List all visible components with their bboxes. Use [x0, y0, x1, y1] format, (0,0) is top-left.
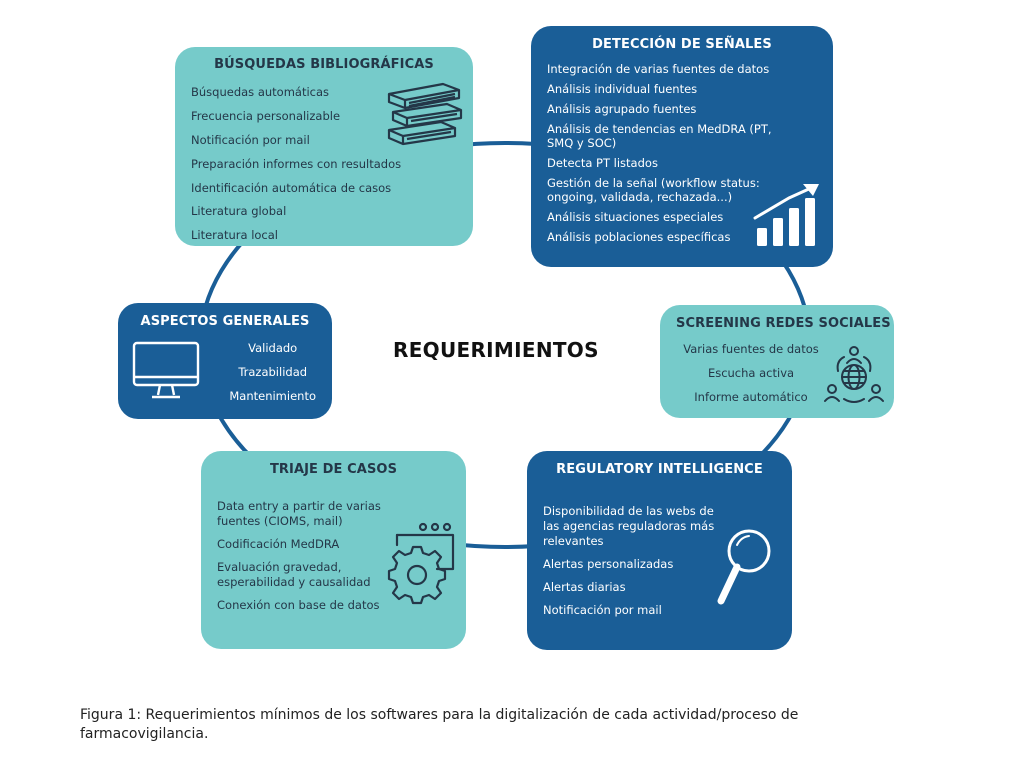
list-item: Gestión de la señal (workflow status: on… — [547, 176, 760, 204]
list-item: Alertas diarias — [543, 580, 626, 594]
card-title: SCREENING REDES SOCIALES — [676, 316, 891, 331]
list-item: Alertas personalizadas — [543, 557, 674, 571]
list-item: Literatura global — [191, 204, 287, 219]
list-item: Búsquedas automáticas — [191, 85, 330, 99]
item-list: Data entry a partir de varias fuentes (C… — [217, 499, 387, 613]
monitor-icon — [132, 341, 200, 399]
card-triaje-casos: TRIAJE DE CASOS Data entry a partir de v… — [201, 451, 466, 649]
card-title: REGULATORY INTELLIGENCE — [556, 462, 763, 477]
card-title: DETECCIÓN DE SEÑALES — [592, 37, 772, 52]
list-item: Evaluación gravedad, esperabilidad y cau… — [217, 560, 371, 589]
list-item: Preparación informes con resultados — [191, 156, 402, 171]
gear-window-icon — [387, 522, 455, 605]
list-item: Integración de varias fuentes de datos — [547, 62, 770, 76]
list-item: Análisis situaciones especiales — [547, 210, 724, 224]
list-item: Disponibilidad de las webs de las agenci… — [543, 504, 715, 548]
books-icon — [387, 82, 463, 146]
item-list: Varias fuentes de datos Escucha activa I… — [676, 342, 826, 414]
figure-caption: Figura 1: Requerimientos mínimos de los … — [80, 707, 799, 742]
social-network-icon — [824, 346, 884, 403]
list-item: Notificación por mail — [191, 132, 310, 147]
card-title: ASPECTOS GENERALES — [140, 314, 310, 329]
list-item: Codificación MedDRA — [217, 537, 340, 551]
card-title: TRIAJE DE CASOS — [269, 462, 398, 477]
list-item: Detecta PT listados — [547, 156, 658, 170]
list-item: Literatura local — [191, 228, 278, 243]
list-item: Varias fuentes de datos — [683, 342, 819, 356]
item-list: Validado Trazabilidad Mantenimiento — [229, 341, 316, 413]
list-item: Conexión con base de datos — [217, 598, 380, 612]
magnifier-icon — [717, 529, 771, 605]
item-list: Búsquedas automáticas Frecuencia persona… — [191, 85, 457, 243]
list-item: Notificación por mail — [543, 603, 662, 617]
card-aspectos-generales: ASPECTOS GENERALES Validado Trazabilidad… — [118, 303, 332, 419]
list-item: Informe automático — [694, 390, 808, 404]
list-item: Validado — [248, 341, 298, 355]
item-list: Disponibilidad de las webs de las agenci… — [543, 504, 718, 618]
list-item: Análisis individual fuentes — [547, 82, 698, 96]
list-item: Mantenimiento — [229, 389, 316, 403]
list-item: Identificación automática de casos — [191, 180, 392, 195]
card-screening-redes-sociales: SCREENING REDES SOCIALES Varias fuentes … — [660, 305, 894, 418]
center-title: REQUERIMIENTOS — [393, 338, 599, 362]
card-busquedas-bibliograficas: BÚSQUEDAS BIBLIOGRÁFICAS Búsquedas autom… — [175, 47, 473, 246]
growth-chart-icon — [753, 184, 819, 246]
list-item: Frecuencia personalizable — [191, 108, 341, 123]
card-deteccion-senales: DETECCIÓN DE SEÑALES Integración de vari… — [531, 26, 833, 267]
list-item: Data entry a partir de varias fuentes (C… — [217, 499, 381, 528]
list-item: Escucha activa — [707, 366, 795, 380]
item-list: Integración de varias fuentes de datos A… — [547, 62, 772, 244]
list-item: Trazabilidad — [238, 365, 308, 379]
list-item: Análisis agrupado fuentes — [547, 102, 697, 116]
list-item: Análisis poblaciones específicas — [547, 230, 731, 244]
card-title: BÚSQUEDAS BIBLIOGRÁFICAS — [214, 57, 434, 72]
list-item: Análisis de tendencias en MedDRA (PT, SM… — [547, 122, 772, 150]
card-regulatory-intelligence: REGULATORY INTELLIGENCE Disponibilidad d… — [527, 451, 792, 650]
